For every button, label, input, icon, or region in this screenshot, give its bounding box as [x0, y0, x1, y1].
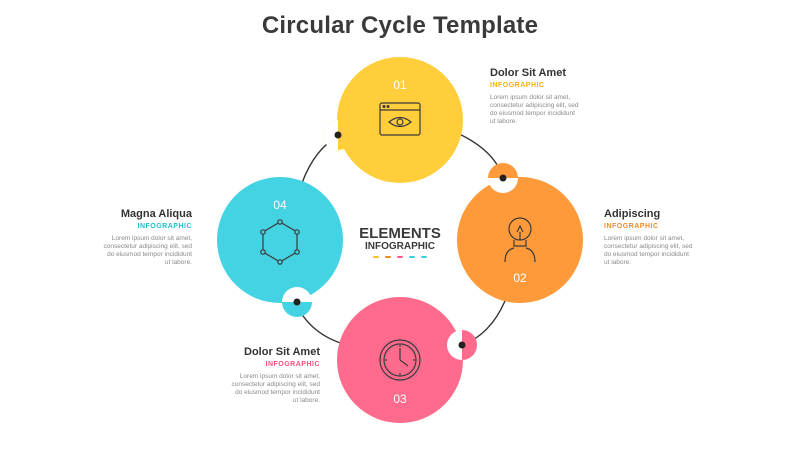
center-dot — [409, 256, 415, 258]
step-4-title: Magna Aliqua — [120, 208, 192, 220]
center-dot — [385, 256, 391, 258]
center-subtitle: INFOGRAPHIC — [365, 241, 435, 252]
step-2-subtitle: INFOGRAPHIC — [604, 223, 659, 230]
step-3-body: Lorem ipsum dolor sit amet,consectetur a… — [231, 373, 320, 404]
center-title: ELEMENTS — [359, 225, 441, 242]
clock-icon — [379, 339, 421, 381]
center-dots — [345, 256, 455, 258]
step-3-title: Dolor Sit Amet — [244, 346, 320, 358]
step-1-text: Dolor Sit Amet INFOGRAPHIC Lorem ipsum d… — [490, 67, 610, 126]
step-1-body: Lorem ipsum dolor sit amet,consectetur a… — [490, 94, 579, 125]
step-3-text: Dolor Sit Amet INFOGRAPHIC Lorem ipsum d… — [200, 346, 320, 405]
step-3-subtitle: INFOGRAPHIC — [265, 361, 320, 368]
step-1-title: Dolor Sit Amet — [490, 67, 566, 79]
center-dot — [373, 256, 379, 258]
step-4-number: 04 — [273, 198, 287, 212]
step-2-number: 02 — [513, 271, 527, 285]
step-4-text: Magna Aliqua INFOGRAPHIC Lorem ipsum dol… — [72, 208, 192, 267]
knob-3 — [447, 330, 477, 360]
step-4-body: Lorem ipsum dolor sit amet,consectetur a… — [103, 235, 192, 266]
step-1-circle — [337, 57, 463, 183]
center-dot — [397, 256, 403, 258]
step-2-text: Adipiscing INFOGRAPHIC Lorem ipsum dolor… — [604, 208, 714, 267]
step-4-circle — [217, 177, 343, 303]
center-dot — [421, 256, 427, 258]
knob-4 — [282, 287, 312, 317]
step-4-subtitle: INFOGRAPHIC — [137, 223, 192, 230]
center-logo: ELEMENTS INFOGRAPHIC — [345, 226, 455, 258]
lightbulb-person-icon — [504, 217, 536, 263]
page-title: Circular Cycle Template — [261, 12, 539, 39]
step-1-subtitle: INFOGRAPHIC — [490, 82, 545, 89]
step-2-body: Lorem ipsum dolor sit amet,consectetur a… — [604, 235, 693, 266]
step-3-number: 03 — [393, 392, 407, 406]
knob-2 — [488, 163, 518, 193]
step-1-number: 01 — [393, 78, 407, 92]
hexagon-network-icon — [260, 219, 300, 265]
knob-1 — [323, 120, 353, 150]
browser-eye-icon — [379, 102, 421, 136]
step-2-title: Adipiscing — [604, 208, 661, 220]
